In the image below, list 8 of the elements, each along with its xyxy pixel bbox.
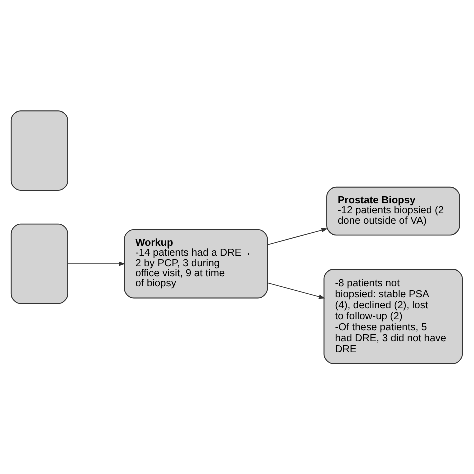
node-box xyxy=(10,110,68,190)
node-box: -8 patients not biopsied: stable PSA (4), declined (2), lost to follow-up (2) -Of these patients, 5 had DRE, 3 did not have DRE xyxy=(324,268,464,364)
arrow xyxy=(267,282,326,299)
node-box: Prostate Biopsy -12 patients biopsied (2 done outside of VA) xyxy=(326,186,460,236)
arrow xyxy=(68,261,126,266)
arrow xyxy=(267,228,328,245)
node-box: Workup -14 patients had a DRE→ 2 by PCP, 3 during office visit, 9 at time of biopsy xyxy=(124,228,268,298)
node-box xyxy=(10,223,68,304)
